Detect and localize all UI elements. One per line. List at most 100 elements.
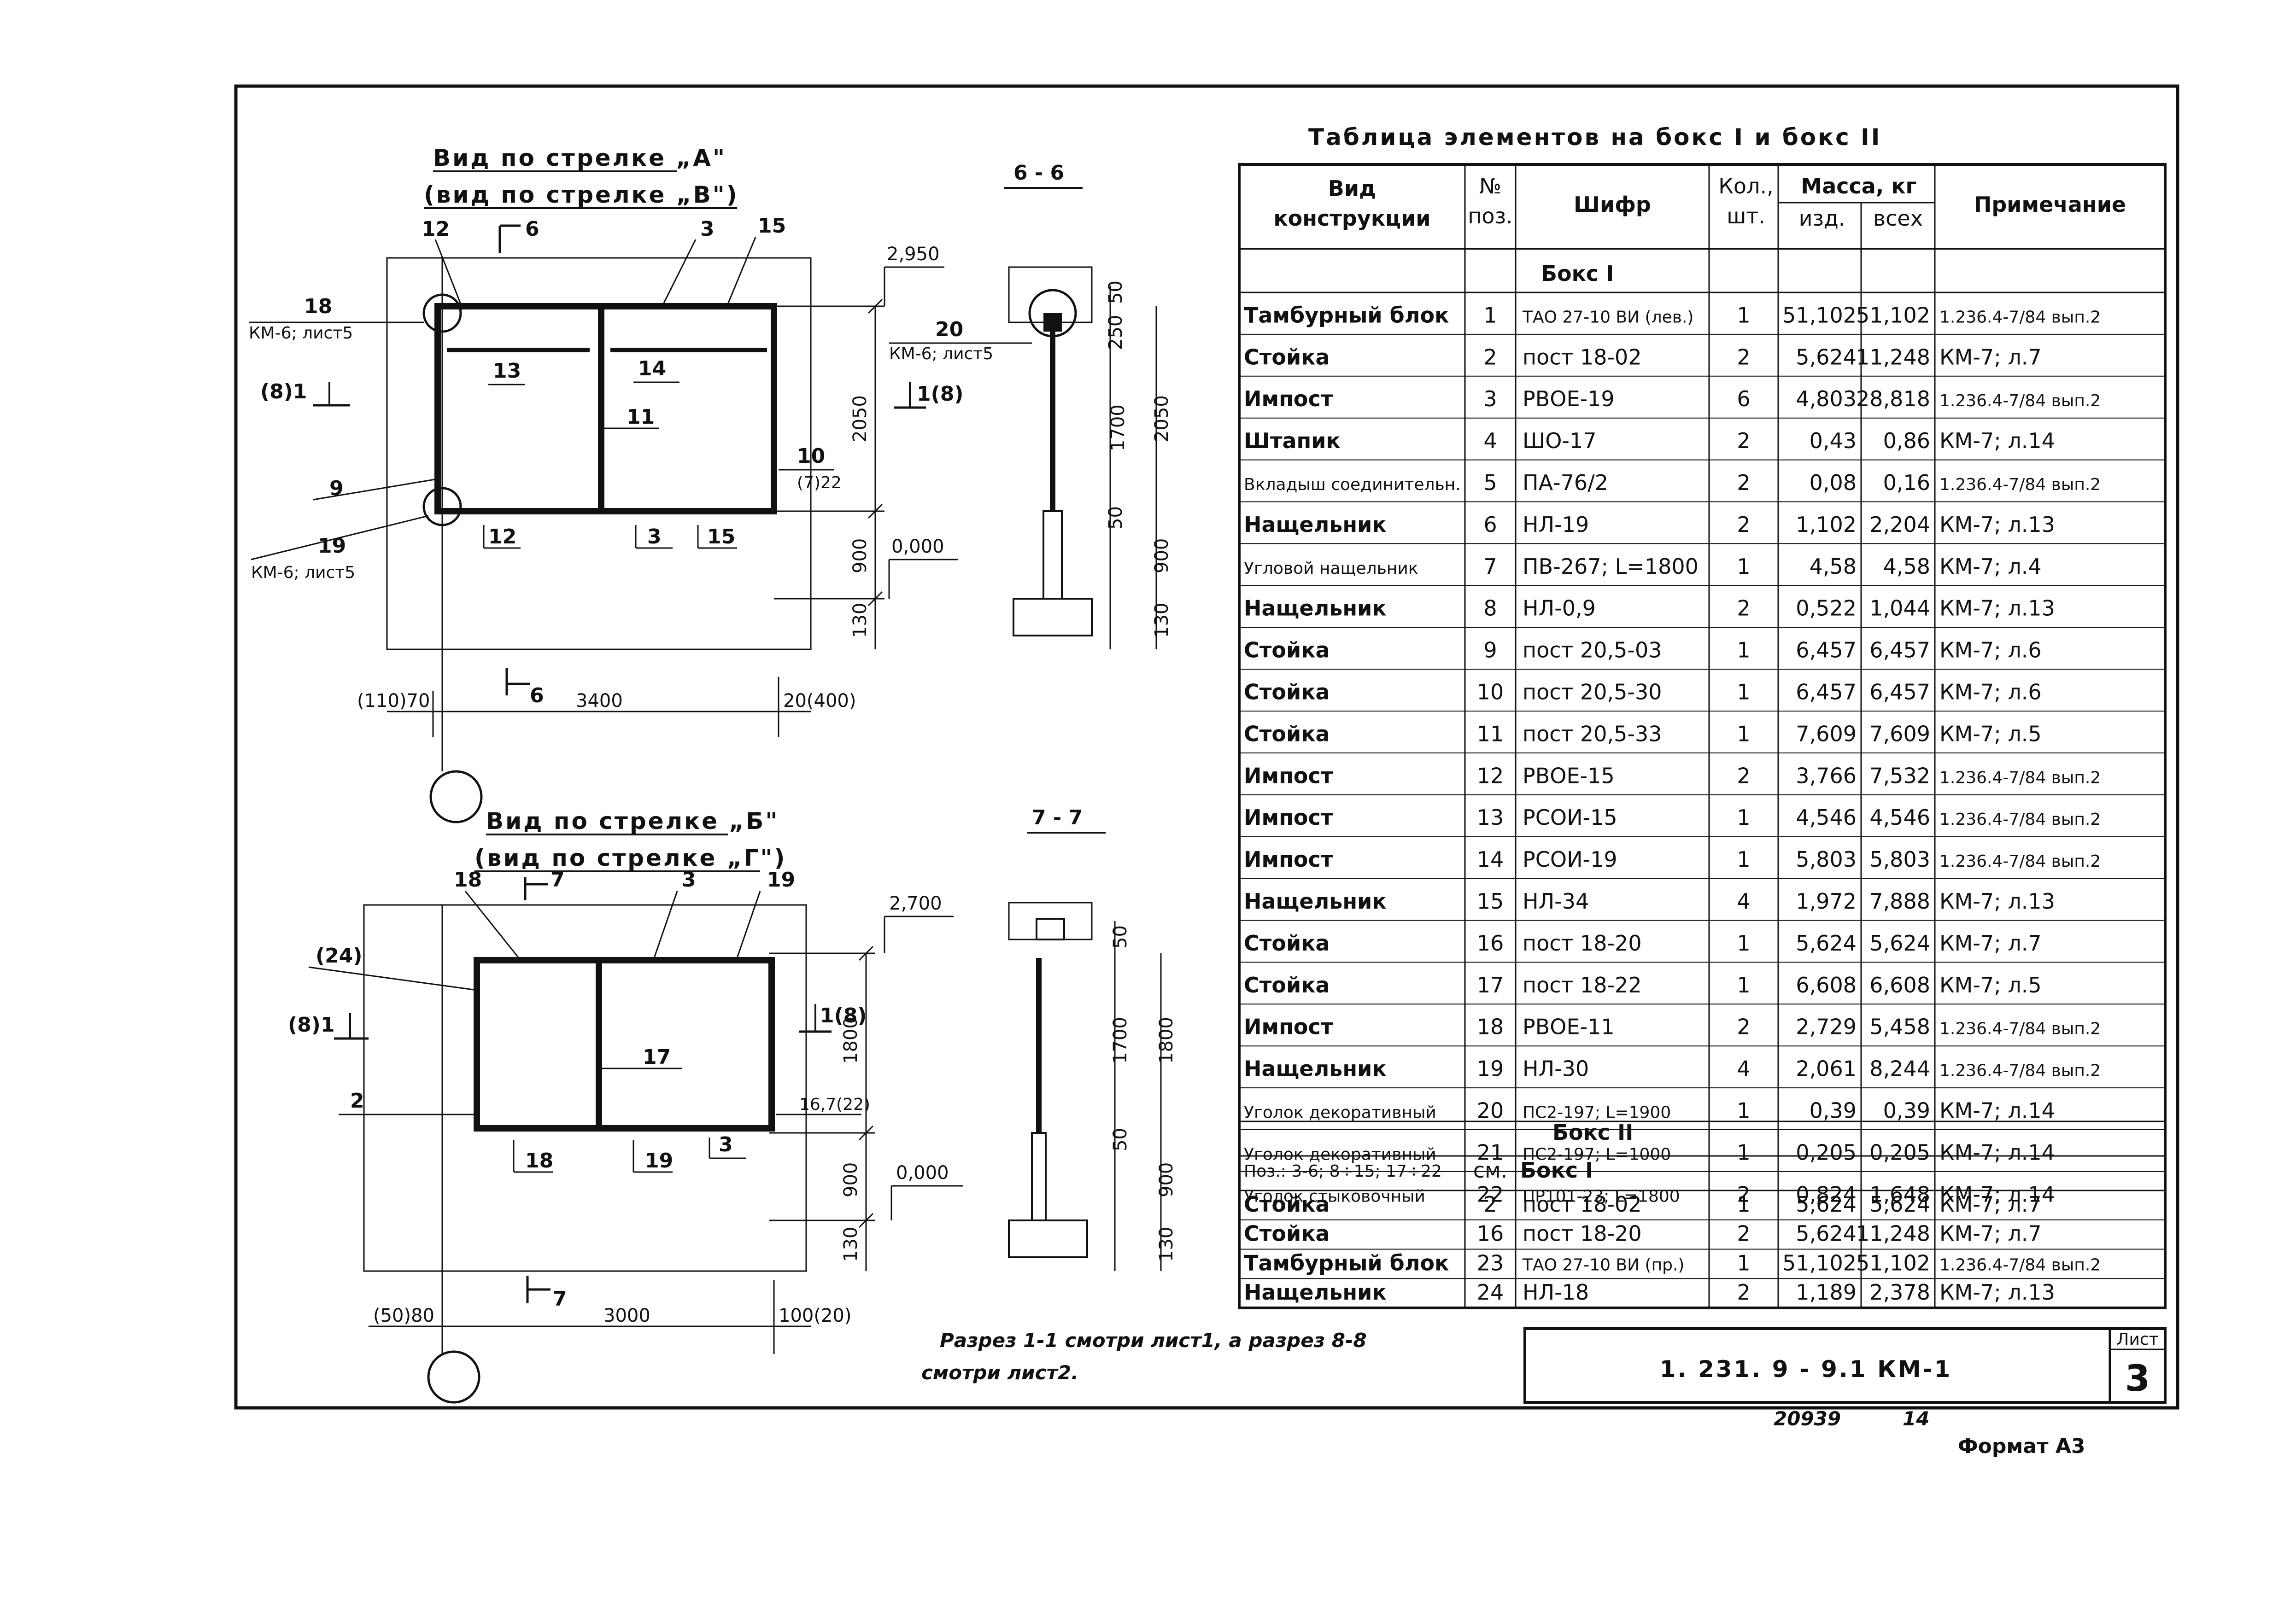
cell-code: РВОЕ-15 — [1523, 763, 1615, 788]
sheet-label: Лист — [2116, 1330, 2158, 1349]
cell-note: КМ-7; л.7 — [1939, 344, 2042, 369]
cell-qty: 1 — [1737, 805, 1750, 830]
cell-pos: 11 — [1477, 721, 1504, 746]
dim-right: 20(400) — [783, 690, 856, 712]
cell-note: КМ-7; л.13 — [1939, 512, 2055, 537]
dim-1700-77: 1700 — [1110, 1017, 1131, 1064]
callout-12-bottom: 12 — [488, 525, 516, 548]
callout-7-b: 7 — [551, 868, 565, 892]
bottom-view: Вид по стрелке „Б" (вид по стрелке „Г") … — [288, 808, 963, 1404]
cell-code: НЛ-0,9 — [1523, 596, 1596, 621]
cell-qty: 1 — [1737, 1098, 1750, 1123]
cell-qty: 1 — [1737, 1192, 1750, 1217]
cell-qty: 1 — [1737, 973, 1750, 998]
level-0000-b: 0,000 — [896, 1162, 949, 1184]
cell-mass-total: 11,248 — [1856, 1221, 1930, 1246]
section-arrow-1-8: 1(8) — [917, 382, 963, 406]
cell-qty: 1 — [1737, 847, 1750, 872]
cell-mass-item: 2,061 — [1796, 1056, 1857, 1081]
dim-900-b: 900 — [840, 1162, 861, 1197]
cell-qty: 2 — [1737, 763, 1750, 788]
callout-6: 6 — [525, 217, 539, 241]
cell-kind: Импост — [1244, 386, 1333, 411]
axis-circle-top — [429, 770, 483, 823]
cell-pos: 10 — [1477, 680, 1504, 705]
format-label: Формат А3 — [1958, 1435, 2085, 1458]
table-title: Таблица элементов на бокс I и бокс II — [1308, 124, 1881, 151]
bottom-view-subheading: (вид по стрелке „Г") — [474, 845, 786, 871]
section-box-1: Бокс I — [1541, 261, 1614, 286]
cell-mass-item: 5,624 — [1796, 344, 1857, 369]
cell-kind: Стойка — [1244, 680, 1330, 705]
cell-code: пост 20,5-03 — [1523, 638, 1662, 663]
cell-mass-total: 7,532 — [1869, 763, 1930, 788]
callout-20-ref: КМ-6; лист5 — [889, 344, 993, 363]
cell-kind: Стойка — [1244, 1221, 1330, 1246]
callout-11: 11 — [627, 405, 655, 429]
cell-kind: Стойка — [1244, 931, 1330, 956]
cell-pos: 6 — [1483, 512, 1497, 537]
header-mass: Масса, кг — [1801, 174, 1916, 198]
top-window-frame — [434, 303, 777, 514]
callout-19: 19 — [318, 534, 346, 558]
callout-10: 10 — [797, 444, 825, 468]
header-kind-1: Вид — [1328, 176, 1376, 201]
cell-mass-item: 0,39 — [1810, 1098, 1857, 1123]
cell-note: 1.236.4-7/84 вып.2 — [1939, 308, 2101, 327]
cell-kind: Нащельник — [1244, 1280, 1387, 1305]
callout-24: (24) — [316, 944, 362, 968]
callout-19-b: 19 — [767, 868, 795, 892]
callout-19-bottom-b: 19 — [645, 1149, 673, 1173]
cell-qty: 1 — [1737, 680, 1750, 705]
cell-pos: 20 — [1477, 1098, 1504, 1123]
callout-20: 20 — [935, 318, 963, 341]
cell-note: КМ-7; л.6 — [1939, 680, 2042, 705]
dim-900-77: 900 — [1156, 1162, 1177, 1197]
cell-pos: 3 — [1483, 386, 1497, 411]
cell-mass-total: 7,609 — [1869, 721, 1930, 746]
cell-code: РВОЕ-19 — [1523, 386, 1615, 411]
cell-qty: 1 — [1737, 1140, 1750, 1165]
cell-mass-total: 11,248 — [1856, 344, 1930, 369]
cell-mass-total: 5,624 — [1869, 931, 1930, 956]
cell-mass-item: 4,803 — [1796, 386, 1857, 411]
cell-code: пост 18-20 — [1523, 931, 1642, 956]
level-0000: 0,000 — [891, 536, 944, 557]
callout-16-7-22: 16,7(22) — [799, 1095, 870, 1114]
dim-130-section: 130 — [1151, 603, 1172, 638]
cell-kind: Уголок декоративный — [1244, 1145, 1436, 1164]
level-2950: 2,950 — [887, 244, 940, 265]
callout-3: 3 — [700, 217, 715, 241]
cell-kind: Импост — [1244, 847, 1333, 872]
cell-note: КМ-7; л.14 — [1939, 1182, 2055, 1207]
section-box-2: Бокс II — [1552, 1120, 1633, 1145]
dim-3000: 3000 — [603, 1305, 650, 1326]
cell-qty: 4 — [1737, 889, 1750, 914]
cell-mass-total: 5,458 — [1869, 1015, 1930, 1039]
cell-mass-item: 51,102 — [1782, 303, 1857, 327]
cell-code: ПВ-267; L=1800 — [1523, 554, 1699, 579]
header-code: Шифр — [1574, 192, 1651, 217]
callout-17: 17 — [643, 1045, 671, 1069]
cell-mass-total: 2,204 — [1869, 512, 1930, 537]
cell-qty: 2 — [1737, 596, 1750, 621]
cell-note: 1.236.4-7/84 вып.2 — [1939, 1255, 2101, 1274]
cell-mass-item: 6,457 — [1796, 638, 1857, 663]
cell-mass-total: 7,888 — [1869, 889, 1930, 914]
dim-130: 130 — [849, 603, 871, 638]
cell-pos: 19 — [1477, 1056, 1504, 1081]
section-7-7: 7 - 7 50 1700 1800 50 900 130 — [1008, 806, 1177, 1271]
callout-3-bottom-b: 3 — [719, 1133, 733, 1156]
top-view: Вид по стрелке „А" (вид по стрелке „В") … — [249, 145, 958, 823]
section-arrow-1-8-b: 1(8) — [820, 1004, 867, 1027]
elements-table: Таблица элементов на бокс I и бокс II Ви… — [1238, 124, 2167, 1309]
header-mass-total: всех — [1873, 206, 1923, 231]
